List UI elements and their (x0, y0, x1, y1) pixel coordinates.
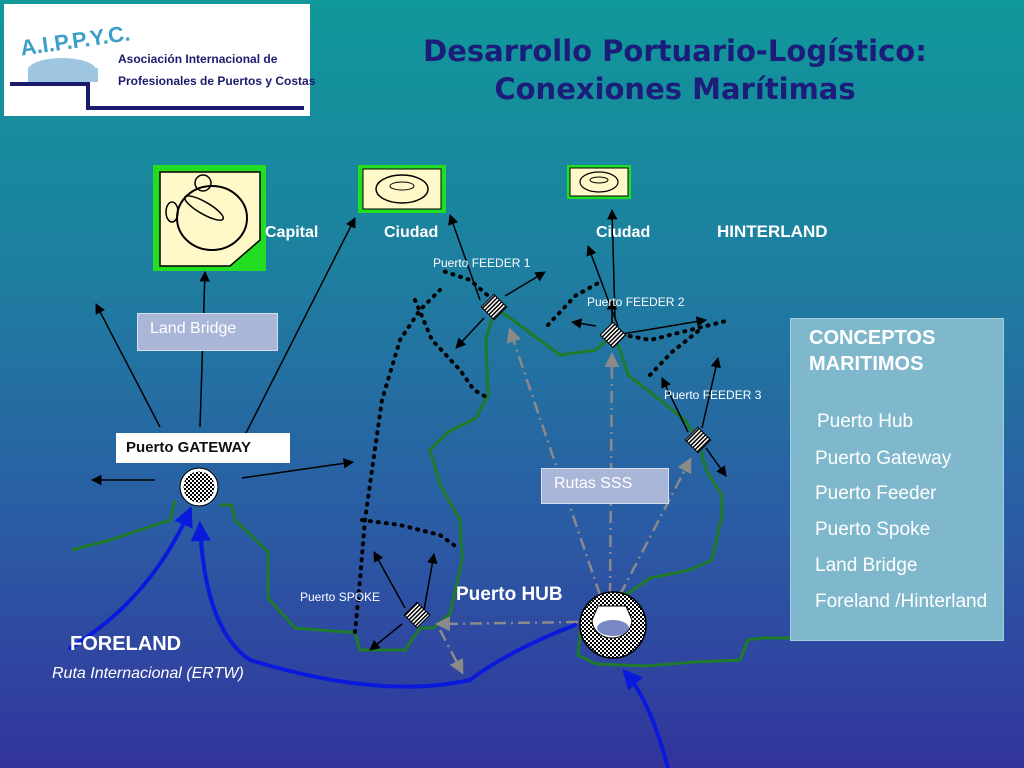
conceptos-heading: CONCEPTOS MARITIMOS (809, 325, 935, 377)
capital-label: Capital (265, 224, 319, 241)
international-routes (68, 506, 670, 768)
aippyc-logo: A.I.P.P.Y.C. Asociación Internacional de… (4, 4, 315, 116)
hub-label: Puerto HUB (456, 584, 563, 605)
logo-line1: Asociación Internacional de (118, 52, 278, 66)
conceptos-panel: CONCEPTOS MARITIMOS Puerto Hub Puerto Ga… (790, 318, 1004, 641)
concept-item: Puerto Gateway (815, 448, 952, 469)
feeder1-port-icon (480, 293, 508, 321)
foreland-label: FORELAND (70, 633, 182, 655)
logo-graphic (10, 58, 304, 110)
conceptos-heading-line1: CONCEPTOS (809, 327, 936, 349)
gateway-label-box: Puerto GATEWAY (116, 433, 290, 463)
title-line2: Conexiones Marítimas (494, 72, 856, 106)
concept-item: Land Bridge (815, 555, 918, 576)
gateway-port-icon (179, 467, 219, 507)
concept-item: Foreland /Hinterland (815, 591, 988, 612)
concept-item: Puerto Feeder (815, 483, 937, 504)
hinterland-label: HINTERLAND (717, 222, 828, 241)
land-bridge-box: Land Bridge (137, 313, 278, 351)
feeder2-label: Puerto FEEDER 2 (587, 295, 685, 309)
city-icon-2 (567, 165, 631, 199)
capital-city-icon (153, 165, 266, 271)
logo-line2: Profesionales de Puertos y Costas (118, 74, 316, 88)
city-icon-1 (358, 165, 446, 213)
spoke-label: Puerto SPOKE (300, 590, 381, 604)
title-line1: Desarrollo Portuario-Logístico: (423, 34, 927, 68)
ciudad-label-1: Ciudad (384, 224, 439, 241)
dotted-land-routes (353, 268, 732, 634)
international-route-label: Ruta Internacional (ERTW) (52, 665, 244, 682)
ciudad-label-2: Ciudad (596, 224, 651, 241)
spoke-port-icon (403, 601, 431, 629)
hub-port-icon (579, 591, 647, 659)
concept-item: Puerto Spoke (815, 519, 931, 540)
concept-item: Puerto Hub (817, 411, 914, 432)
feeder2-port-icon (599, 321, 627, 349)
feeder3-port-icon (684, 426, 712, 454)
connection-arrows (90, 208, 727, 651)
feeder3-label: Puerto FEEDER 3 (664, 388, 762, 402)
rutas-sss-box: Rutas SSS (541, 468, 669, 504)
feeder1-label: Puerto FEEDER 1 (433, 256, 531, 270)
page-title: Desarrollo Portuario-Logístico: Conexion… (380, 32, 970, 108)
conceptos-heading-line2: MARITIMOS (809, 353, 924, 375)
